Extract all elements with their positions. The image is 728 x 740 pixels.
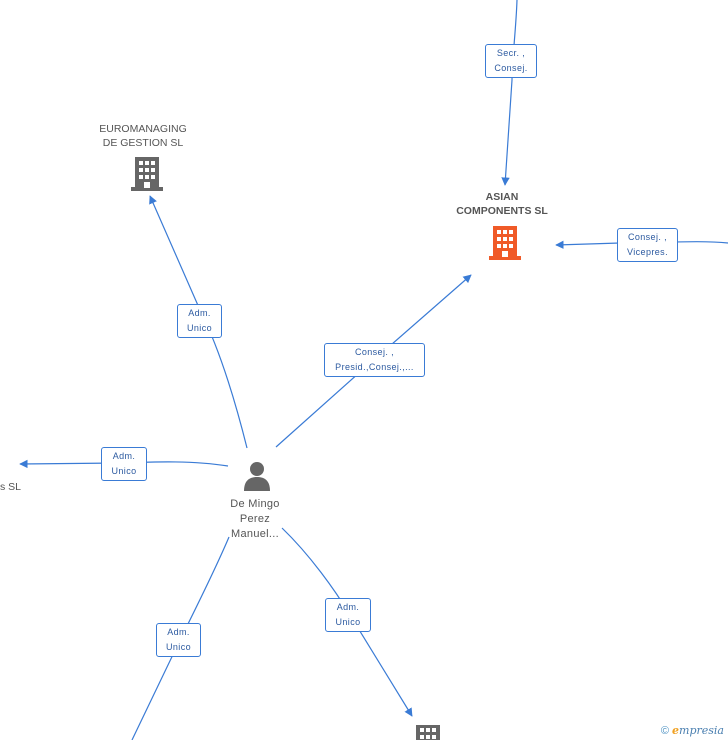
edge-label-secr-consej[interactable]: Secr. , Consej.: [485, 44, 537, 78]
copyright-symbol: ©: [660, 725, 669, 737]
edge-label-line: Adm.: [112, 451, 136, 461]
edge-label-line: Consej. ,: [627, 232, 668, 242]
node-label-asian-components[interactable]: ASIAN COMPONENTS SL: [432, 190, 572, 218]
edge-label-consej-presid[interactable]: Consej. , Presid.,Consej.,...: [324, 343, 425, 377]
node-label-line: COMPONENTS SL: [456, 205, 548, 217]
node-label-line: ASIAN: [485, 191, 519, 203]
person-icon[interactable]: [243, 461, 271, 491]
node-label-line: DE GESTION SL: [102, 137, 184, 149]
edge-label-consej-vicepres[interactable]: Consej. , Vicepres.: [617, 228, 678, 262]
node-label-left-truncated[interactable]: s SL: [0, 481, 22, 493]
node-label-line: De Mingo: [230, 498, 280, 510]
node-label-person[interactable]: De Mingo Perez Manuel...: [205, 497, 305, 542]
edge-label-adm-unico-top[interactable]: Adm. Unico: [177, 304, 222, 338]
edge-label-line: Adm.: [188, 308, 211, 318]
node-label-line: EUROMANAGING: [99, 123, 187, 135]
empresia-brand-text: mpresia: [679, 724, 724, 737]
edge-label-adm-unico-bottom-left[interactable]: Adm. Unico: [156, 623, 201, 657]
edge-label-line: Adm.: [167, 627, 190, 637]
edge-label-line: Presid.,Consej.,...: [335, 362, 414, 372]
edge-label-line: Adm.: [336, 602, 360, 612]
empresia-logo-e: e: [672, 724, 680, 737]
edge-label-line: Consej.: [494, 63, 528, 73]
edge-label-line: Unico: [111, 466, 137, 476]
empresia-watermark: © empresia: [661, 724, 724, 737]
edge-label-line: Unico: [186, 323, 212, 333]
node-label-line: Manuel...: [231, 528, 279, 540]
edge-label-adm-unico-bottom-right[interactable]: Adm. Unico: [325, 598, 371, 632]
building-icon[interactable]: [416, 725, 440, 740]
node-label-line: Perez: [239, 513, 271, 525]
edge-label-adm-unico-left[interactable]: Adm. Unico: [101, 447, 147, 481]
edge-label-line: Unico: [165, 642, 191, 652]
building-icon[interactable]: [489, 226, 521, 260]
edge-label-line: Unico: [335, 617, 361, 627]
edge-label-line: Consej. ,: [354, 347, 395, 357]
edge-label-line: Vicepres.: [627, 247, 668, 257]
node-label-euromanaging[interactable]: EUROMANAGING DE GESTION SL: [73, 122, 213, 150]
edge-secr-consej: [501, 0, 518, 186]
edge-label-line: Secr. ,: [496, 48, 526, 58]
building-icon[interactable]: [131, 157, 163, 191]
